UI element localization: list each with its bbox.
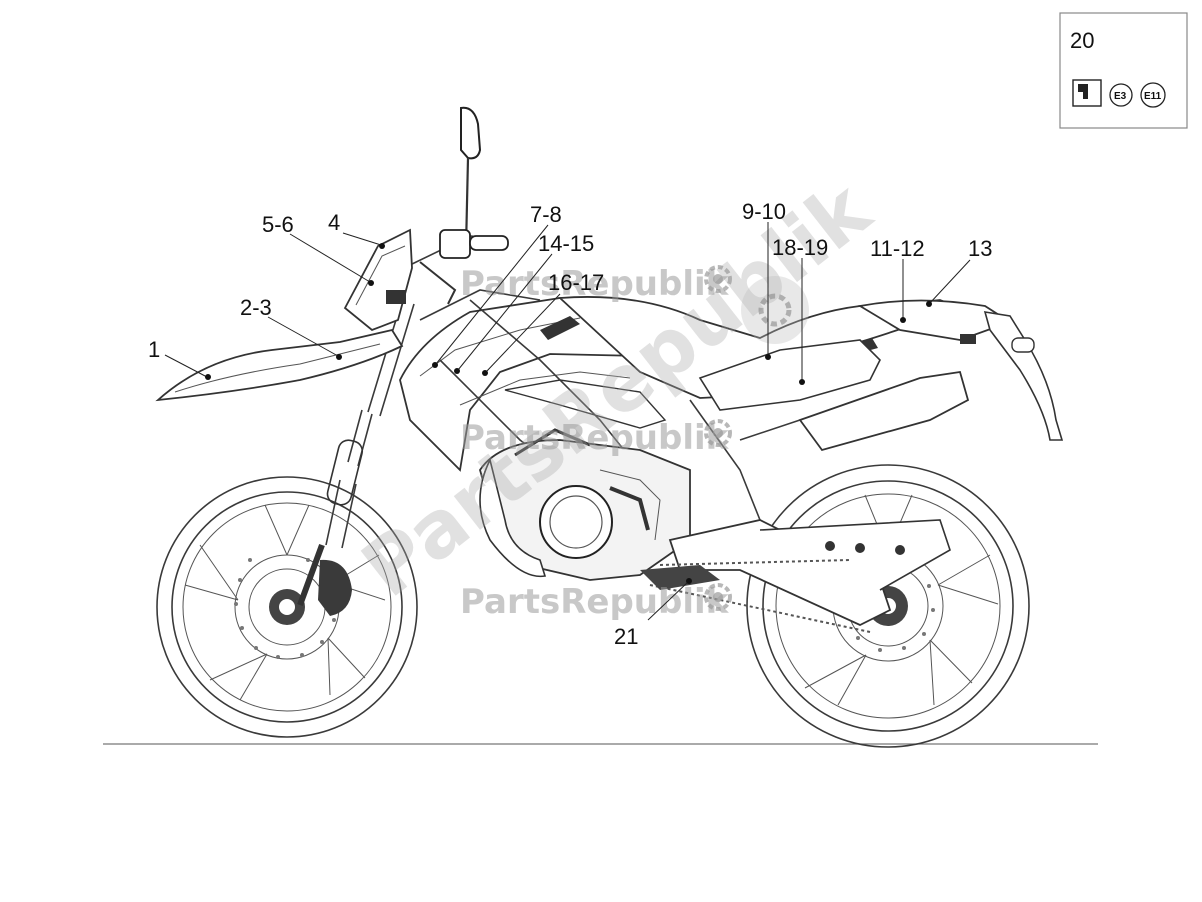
svg-text:7-8: 7-8 — [530, 202, 562, 227]
swingarm — [668, 519, 951, 626]
front-headlight-cowl — [343, 228, 413, 332]
side-panel — [698, 339, 881, 411]
exhaust-muffler — [739, 370, 970, 452]
svg-text:4: 4 — [328, 210, 340, 235]
svg-text:11-12: 11-12 — [870, 236, 925, 261]
homologation-badge-e3: E3 — [1109, 83, 1133, 107]
svg-text:13: 13 — [968, 236, 992, 261]
frame — [419, 289, 761, 521]
callout-5-6: 5-6 — [262, 212, 374, 286]
callout-2-3: 2-3 — [240, 295, 342, 360]
svg-text:E11: E11 — [1144, 91, 1162, 102]
svg-text:5-6: 5-6 — [262, 212, 294, 237]
callout-4: 4 — [328, 210, 385, 249]
watermark-gear-icon — [741, 276, 809, 344]
svg-text:PartsRepublik: PartsRepublik — [460, 418, 730, 458]
callout-9-10: 9-10 — [742, 199, 786, 360]
callout-7-8: 7-8 — [432, 202, 562, 368]
svg-text:18-19: 18-19 — [772, 235, 828, 260]
svg-text:14-15: 14-15 — [538, 231, 594, 256]
svg-text:21: 21 — [614, 624, 638, 649]
inset-panel: 20 E3 E11 — [1059, 12, 1188, 129]
mirror — [460, 106, 482, 249]
svg-text:20: 20 — [1070, 28, 1094, 53]
svg-text:1: 1 — [148, 337, 160, 362]
callout-18-19: 18-19 — [772, 235, 828, 385]
svg-text:E3: E3 — [1114, 91, 1127, 102]
homologation-badge-e11: E11 — [1140, 82, 1166, 108]
watermark-3: PartsRepublik — [460, 582, 732, 622]
watermark-1: PartsRepublik — [460, 264, 732, 304]
svg-text:2-3: 2-3 — [240, 295, 272, 320]
callout-14-15: 14-15 — [454, 231, 594, 374]
front-fender — [155, 328, 404, 402]
callout-13: 13 — [926, 236, 992, 307]
brand-logo-icon — [1072, 79, 1102, 107]
front-caliper — [318, 559, 352, 616]
svg-text:PartsRepublik: PartsRepublik — [460, 582, 730, 622]
handlebar — [409, 229, 509, 305]
front-fork — [297, 299, 415, 607]
callout-11-12: 11-12 — [870, 236, 925, 323]
seat-tail — [557, 296, 1064, 441]
watermark-2: PartsRepublik — [460, 418, 732, 458]
drive-chain — [649, 559, 871, 633]
footpeg — [640, 565, 720, 590]
svg-text:PartsRepublik: PartsRepublik — [460, 264, 730, 304]
engine — [479, 428, 691, 581]
callout-16-17: 16-17 — [482, 270, 604, 376]
front-wheel — [156, 476, 418, 738]
svg-text:9-10: 9-10 — [742, 199, 786, 224]
svg-text:16-17: 16-17 — [548, 270, 604, 295]
callout-1: 1 — [148, 337, 211, 380]
callout-21: 21 — [614, 578, 692, 649]
